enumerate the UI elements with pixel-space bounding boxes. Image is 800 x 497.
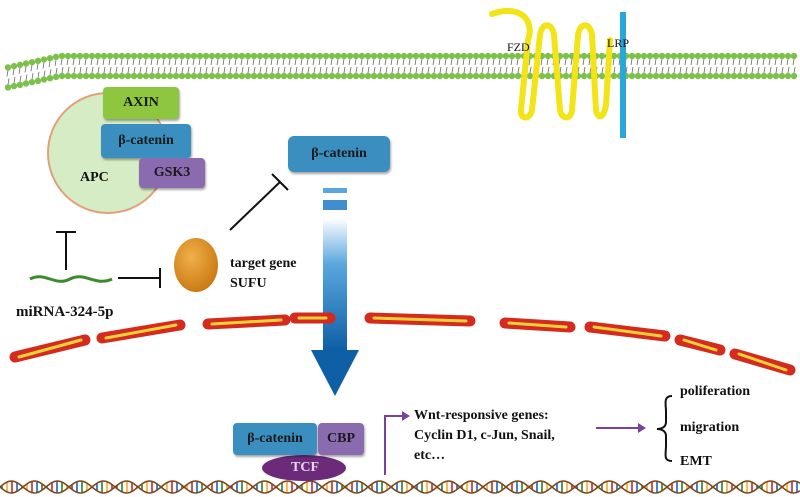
beta-catenin-complex-box: β-catenin bbox=[101, 124, 191, 158]
outcomes-bracket bbox=[656, 395, 673, 462]
beta-catenin-cytoplasm-box: β-catenin bbox=[288, 136, 390, 172]
lrp-receptor bbox=[620, 12, 626, 138]
fzd-receptor bbox=[489, 7, 613, 121]
cbp-box: CBP bbox=[318, 423, 364, 455]
nuclear-envelope bbox=[9, 312, 796, 376]
translocation-arrow bbox=[311, 188, 359, 396]
outcome-arrow bbox=[596, 423, 646, 433]
tcf-protein bbox=[262, 455, 346, 481]
inhibition-sufu-to-beta-catenin bbox=[229, 173, 289, 231]
inhibition-mirna-to-sufu bbox=[118, 268, 161, 288]
lrp-label: LRP bbox=[607, 36, 630, 50]
apc-label: APC bbox=[80, 170, 109, 185]
fzd-label: FZD bbox=[507, 40, 530, 54]
axin-box: AXIN bbox=[103, 87, 179, 119]
target-gene-label: target gene bbox=[230, 256, 297, 271]
cell-membrane bbox=[4, 52, 798, 91]
dna-strand bbox=[0, 480, 800, 494]
wnt-genes-line2: Cyclin D1, c-Jun, Snail, bbox=[414, 428, 555, 443]
inhibition-mirna-to-apc bbox=[56, 231, 76, 270]
tcf-label: TCF bbox=[291, 460, 319, 475]
outcome-proliferation: poliferation bbox=[680, 384, 750, 399]
mirna-label: miRNA-324-5p bbox=[16, 304, 114, 320]
outcome-emt: EMT bbox=[680, 454, 712, 469]
sufu-protein bbox=[174, 238, 218, 292]
gene-activation-arrow bbox=[384, 411, 410, 475]
beta-catenin-nucleus-box: β-catenin bbox=[233, 423, 317, 455]
sufu-label: SUFU bbox=[230, 276, 267, 291]
wnt-genes-title: Wnt-responsive genes: bbox=[414, 408, 549, 423]
outcome-migration: migration bbox=[680, 420, 740, 435]
wnt-genes-line3: etc… bbox=[414, 448, 446, 463]
gsk3-box: GSK3 bbox=[139, 158, 205, 188]
mirna-strand bbox=[29, 275, 113, 283]
